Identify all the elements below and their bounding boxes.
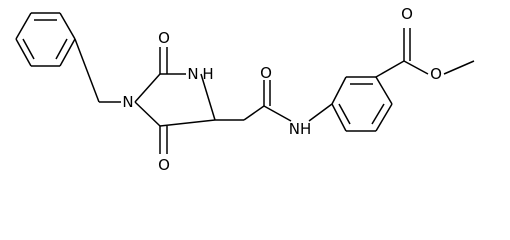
bond [200, 73, 216, 121]
bond [308, 103, 333, 122]
bond [15, 38, 32, 67]
benzyl-ring [15, 12, 76, 67]
oxygen-label-amide: O [260, 64, 272, 82]
bond [59, 38, 76, 67]
bond [371, 103, 385, 125]
hydantoin-ring [134, 73, 216, 127]
bond [331, 103, 347, 132]
bond [134, 73, 161, 103]
bond [15, 12, 32, 40]
benzoate-ring [331, 76, 393, 132]
bond [263, 105, 292, 122]
oxygen-label-top: O [158, 29, 170, 47]
bond [134, 101, 161, 127]
bond [375, 76, 393, 105]
bond [243, 105, 265, 121]
bond [22, 38, 35, 60]
amide-nh-label: NH [289, 120, 312, 138]
bond [375, 103, 393, 132]
hydrogen-label-ring: H [202, 65, 213, 83]
bond [74, 38, 100, 103]
bond [443, 60, 475, 75]
oxygen-label-bottom: O [158, 156, 170, 174]
bond [338, 103, 351, 125]
oxygen-label-ester-carbonyl: O [401, 5, 413, 23]
nitrogen-label-ring: N [187, 65, 198, 83]
nitrogen-label-benzyl: N [122, 93, 133, 111]
bond [331, 76, 347, 105]
bond [375, 60, 405, 78]
molecule-structure: O N H N O O NH O O [15, 5, 475, 174]
bond [59, 12, 76, 40]
bond [55, 38, 68, 60]
bond [403, 60, 429, 75]
oxygen-label-ester: O [430, 65, 442, 83]
bond [159, 119, 216, 127]
